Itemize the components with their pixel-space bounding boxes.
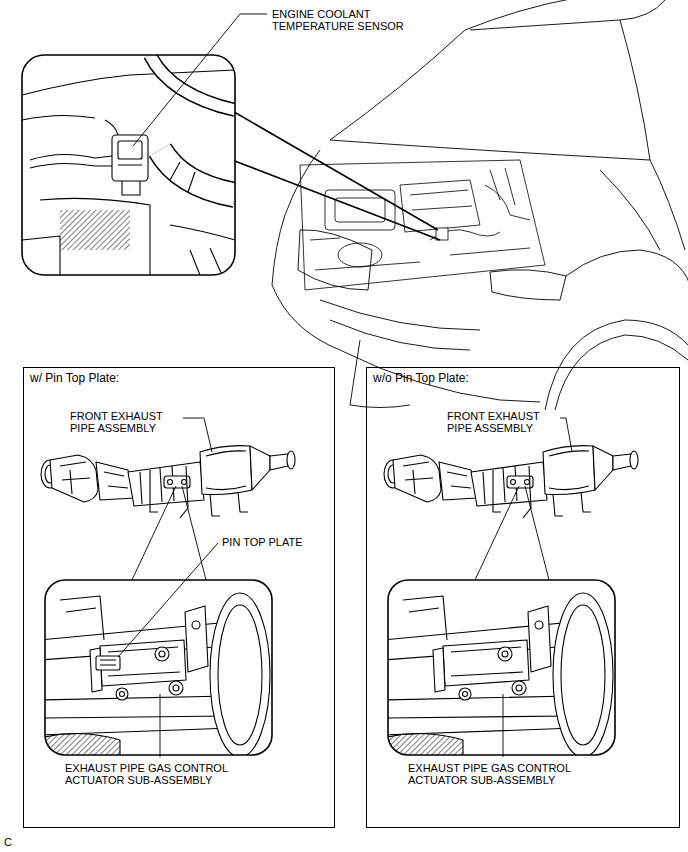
panel-heading: w/ Pin Top Plate:: [24, 368, 125, 388]
panel-heading: w/o Pin Top Plate:: [367, 368, 475, 388]
part-label: FRONT EXHAUST PIPE ASSEMBLY: [447, 410, 557, 434]
part-label: EXHAUST PIPE GAS CONTROL ACTUATOR SUB-AS…: [65, 762, 265, 786]
part-label: EXHAUST PIPE GAS CONTROL ACTUATOR SUB-AS…: [408, 762, 608, 786]
figure-code: C: [4, 836, 24, 848]
part-label: PIN TOP PLATE: [222, 536, 332, 548]
part-label: FRONT EXHAUST PIPE ASSEMBLY: [70, 410, 180, 434]
part-label: ENGINE COOLANT TEMPERATURE SENSOR: [272, 8, 422, 32]
variant-panel: w/o Pin Top Plate:: [366, 367, 680, 828]
variant-panel: w/ Pin Top Plate:: [23, 367, 335, 828]
